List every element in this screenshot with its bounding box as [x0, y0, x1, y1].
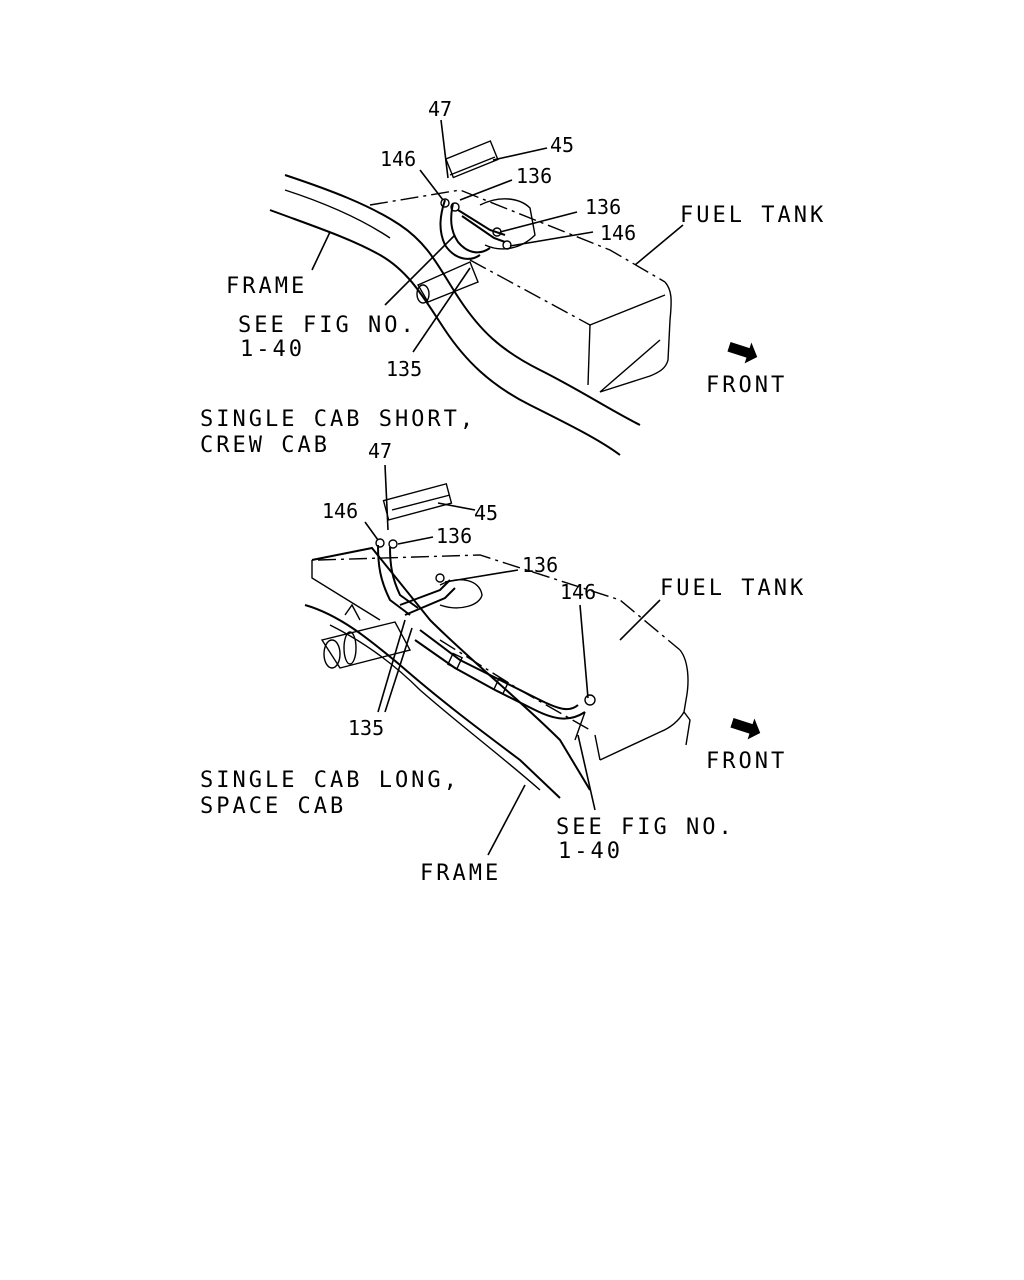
callout-146: 146	[600, 221, 636, 245]
callout-47: 47	[428, 97, 452, 121]
bottom-leader-lines	[364, 464, 661, 856]
variant-caption: SINGLE CAB LONG,	[200, 768, 460, 793]
callout-146: 146	[380, 147, 416, 171]
top-view: 47 45 146 136 136 146 135 FUEL TANK FRAM…	[200, 97, 826, 458]
frame-label: FRAME	[226, 274, 307, 299]
variant-caption: SINGLE CAB SHORT,	[200, 407, 476, 432]
front-label: FRONT	[706, 373, 787, 398]
frame-label: FRAME	[420, 861, 501, 886]
callout-47: 47	[368, 439, 392, 463]
fuel-tank-label: FUEL TANK	[660, 576, 806, 601]
fuel-tank-label: FUEL TANK	[680, 203, 826, 228]
bottom-filler-neck	[320, 603, 412, 669]
top-pipes	[416, 140, 512, 304]
variant-caption: SPACE CAB	[200, 794, 346, 819]
callout-135: 135	[348, 716, 384, 740]
see-fig-number: 1-40	[240, 337, 305, 362]
bottom-pipes	[375, 482, 596, 741]
callout-136: 136	[522, 553, 558, 577]
top-leader-lines	[311, 119, 684, 353]
front-arrow-icon	[727, 341, 758, 364]
callout-135: 135	[386, 357, 422, 381]
callout-45: 45	[550, 133, 574, 157]
callout-136: 136	[516, 164, 552, 188]
bottom-view: 47 45 146 136 136 146 135 FUEL TANK FRON…	[200, 439, 806, 886]
variant-caption: CREW CAB	[200, 433, 330, 458]
top-fuel-tank	[369, 189, 672, 393]
callout-136: 136	[436, 524, 472, 548]
see-fig-label: SEE FIG NO.	[238, 313, 417, 338]
front-label: FRONT	[706, 749, 787, 774]
callout-146: 146	[560, 580, 596, 604]
bottom-frame-rail	[304, 546, 591, 799]
callout-45: 45	[474, 501, 498, 525]
callout-136: 136	[585, 195, 621, 219]
top-frame-rail	[269, 174, 641, 456]
front-arrow-icon	[730, 717, 761, 740]
callout-146: 146	[322, 499, 358, 523]
see-fig-number: 1-40	[558, 839, 623, 864]
see-fig-label: SEE FIG NO.	[556, 815, 735, 840]
